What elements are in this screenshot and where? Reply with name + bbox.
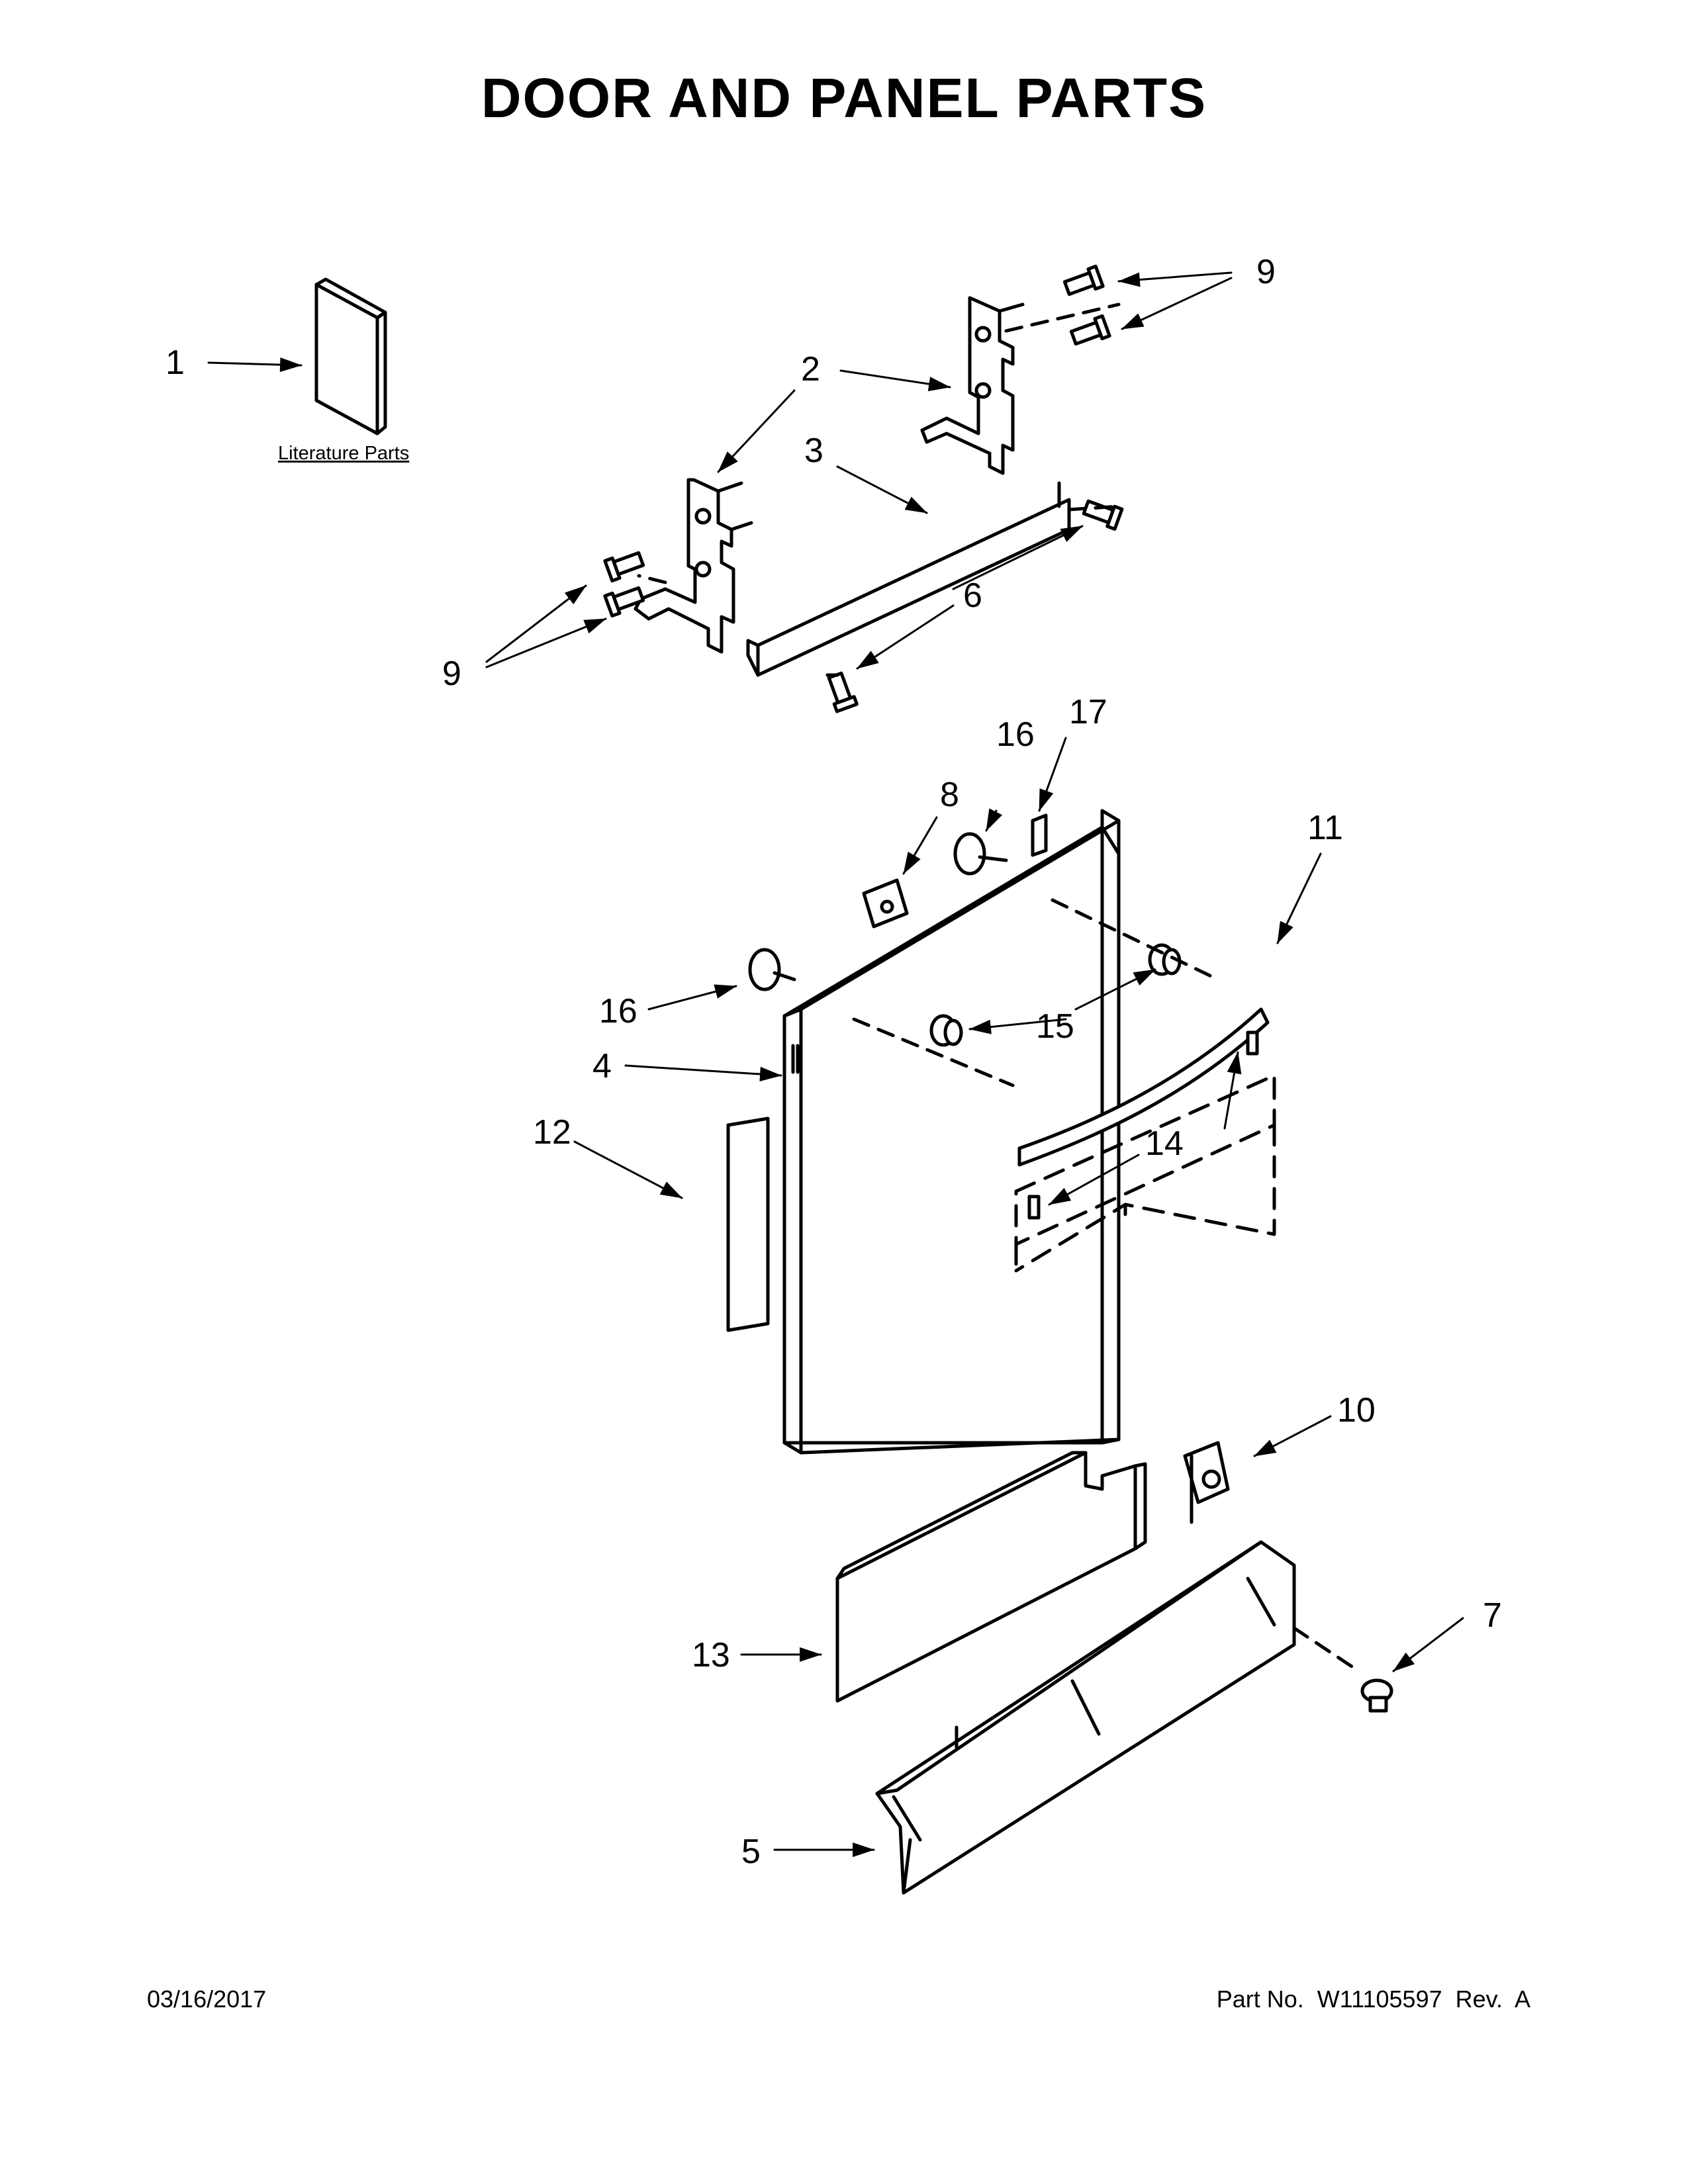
door-gasket [726, 1116, 770, 1332]
callout-9-left: 9 [442, 655, 461, 693]
callout-16-top: 16 [996, 715, 1035, 754]
callout-2: 2 [801, 350, 820, 388]
footer-date: 03/16/2017 [147, 1985, 267, 2013]
handle-assembly-box [1014, 1007, 1276, 1273]
callout-15: 15 [1036, 1007, 1074, 1046]
callout-14: 14 [1145, 1124, 1184, 1163]
screw-9-top-1 [1062, 264, 1105, 296]
toe-panel [875, 1540, 1296, 1895]
hinge-cap-left [748, 948, 796, 991]
handle-standoff-left [929, 1014, 963, 1047]
door-panel [782, 809, 1121, 1455]
handle-standoff-right [1148, 943, 1182, 976]
footer-part-number: Part No. W11105597 Rev. A [1216, 1985, 1530, 2013]
callout-13: 13 [692, 1636, 730, 1674]
callouts: 1 2 3 9 9 6 8 16 17 11 16 4 15 12 14 10 … [165, 253, 1502, 1871]
callout-1: 1 [165, 343, 185, 382]
panel-clip [1183, 1441, 1230, 1524]
callout-11: 11 [1307, 809, 1343, 847]
callout-5: 5 [741, 1833, 761, 1871]
callout-6: 6 [963, 576, 982, 615]
door-latch-part [862, 878, 909, 929]
callout-12: 12 [533, 1113, 571, 1152]
callout-7: 7 [1483, 1596, 1502, 1635]
right-hinge-bracket [920, 296, 1025, 475]
callout-3: 3 [804, 432, 823, 470]
cross-rail [746, 481, 1071, 677]
literature-parts-label: Literature Parts [278, 443, 409, 464]
left-hinge-bracket [633, 478, 753, 654]
screw-9-left-1 [603, 551, 645, 583]
door-clip-17 [1031, 813, 1048, 857]
screw-9-left-2 [603, 586, 645, 618]
assembly-lines [637, 302, 1356, 1670]
screw-9-top-2 [1069, 314, 1111, 346]
hinge-cap-top [953, 832, 1008, 876]
callout-17: 17 [1069, 693, 1107, 731]
page-title: DOOR AND PANEL PARTS [481, 67, 1207, 129]
toe-panel-knob [1360, 1678, 1393, 1713]
callout-4: 4 [592, 1047, 612, 1085]
callout-16-left: 16 [599, 992, 637, 1030]
leader-lines [207, 271, 1464, 1857]
panel-insert [835, 1451, 1147, 1703]
literature-book [314, 277, 387, 435]
handle-screw-14-left [1027, 1195, 1041, 1220]
callout-9-top: 9 [1256, 253, 1276, 291]
callout-8: 8 [940, 776, 959, 814]
callout-10: 10 [1337, 1391, 1376, 1430]
screw-6-bottom [827, 671, 859, 713]
screw-6-right [1082, 499, 1124, 531]
handle-screw-14-right [1246, 1030, 1259, 1056]
